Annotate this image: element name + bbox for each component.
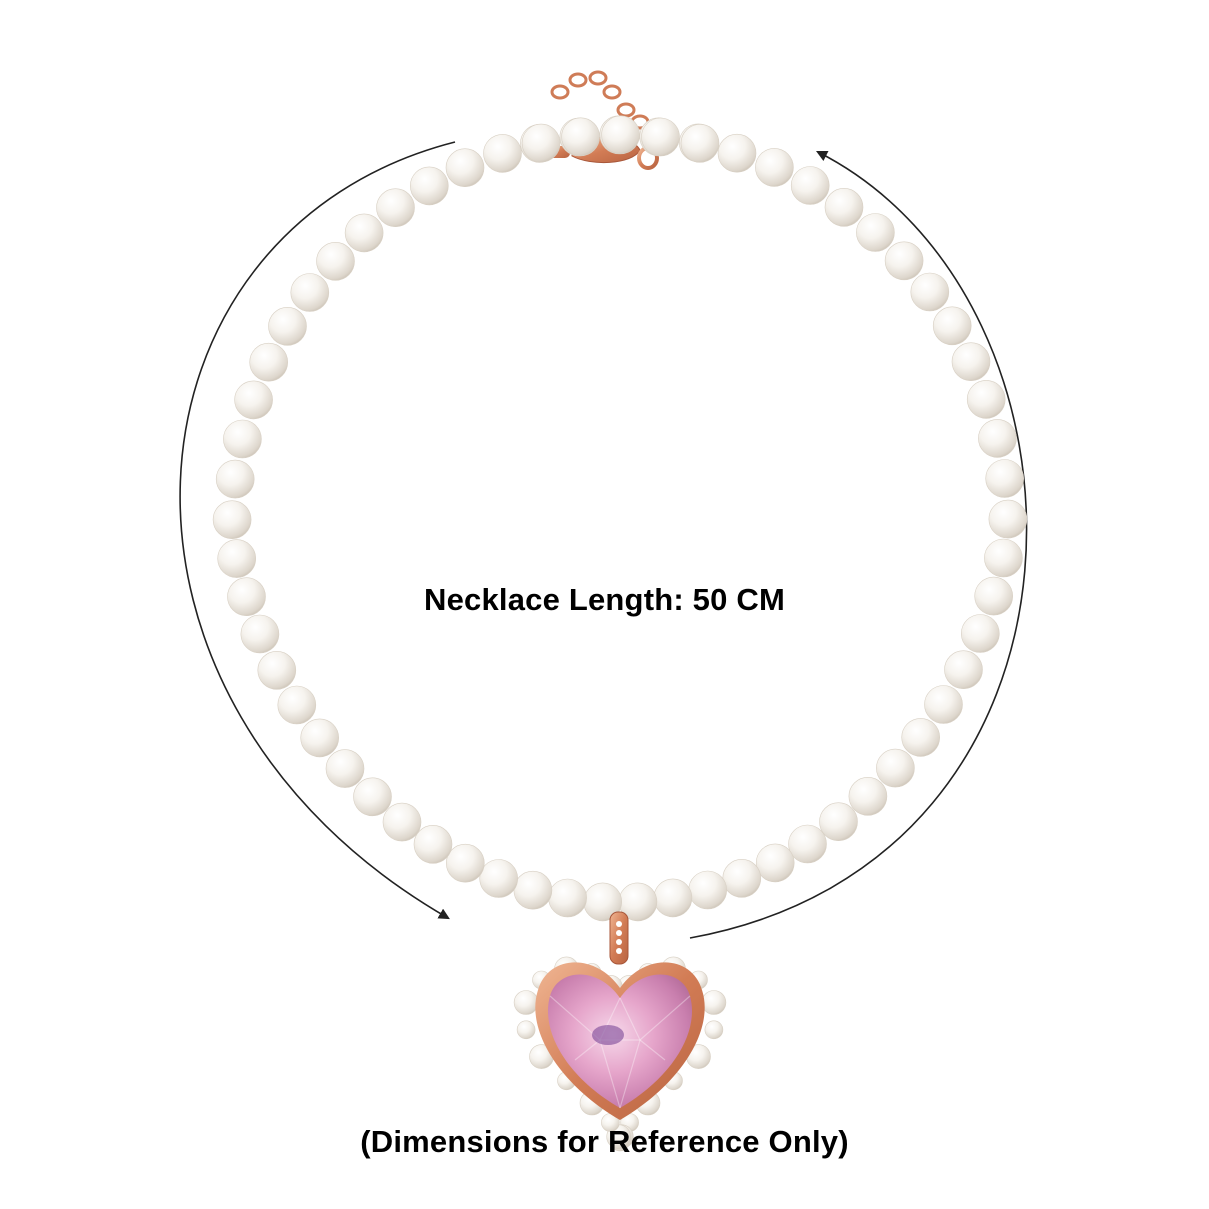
pearl-bead — [819, 802, 858, 842]
pearl-bead — [951, 342, 991, 382]
pearl-bead — [924, 685, 963, 724]
pearl-bead — [215, 459, 255, 499]
pearl-bead — [701, 990, 727, 1015]
chain-link — [616, 102, 636, 118]
pearl-bead — [217, 539, 256, 578]
pearl-bead — [932, 306, 972, 346]
pearl-bead — [984, 538, 1023, 578]
pearl-bead — [516, 1020, 536, 1040]
pearl-bead — [974, 576, 1014, 616]
pearl-bead — [641, 117, 680, 157]
pearl-bead — [988, 499, 1028, 539]
necklace-length-label: Necklace Length: 50 CM — [423, 582, 785, 617]
pearl-bead — [680, 124, 720, 163]
pearl-bead — [513, 990, 539, 1015]
pearl-bead — [966, 380, 1006, 419]
pearl-bead — [824, 188, 864, 227]
pearl-bead — [944, 650, 983, 690]
pearl-bead — [409, 166, 449, 206]
curved-arrow-up-icon — [689, 150, 1028, 939]
pearl-bead — [513, 870, 553, 910]
curved-arrow-down-icon — [179, 141, 456, 920]
pearl-bead — [722, 858, 762, 898]
pearl-bead — [561, 117, 600, 157]
pearl-bead — [788, 824, 827, 864]
heart-pendant — [513, 911, 727, 1152]
pearl-bead — [257, 650, 297, 690]
pearl-bead — [884, 241, 924, 281]
pearl-bead — [910, 272, 950, 312]
pearl-bead — [382, 802, 422, 842]
pearl-bead — [790, 166, 830, 205]
chain-link — [568, 72, 588, 88]
pearl-bead — [445, 843, 485, 883]
pearl-bead — [234, 380, 273, 420]
pearl-bead — [344, 213, 384, 253]
pearl-bead — [249, 342, 289, 382]
pearl-bead — [277, 685, 317, 725]
pearl-bead — [848, 776, 888, 816]
pearl-bead — [548, 878, 587, 918]
pearl-bead — [325, 749, 365, 788]
pearl-bead — [688, 870, 728, 910]
pearl-bead — [856, 213, 895, 252]
pearl-bead — [901, 718, 941, 757]
pearl-bead — [601, 115, 640, 155]
pearl-bead — [268, 306, 307, 346]
pearl-bead — [717, 133, 757, 173]
pearl-bead — [445, 148, 485, 187]
pearl-bead — [978, 419, 1017, 458]
pearl-bead — [316, 241, 355, 281]
pearl-bead — [212, 500, 252, 540]
pearl-bead — [755, 148, 794, 187]
pearl-bead — [290, 273, 330, 312]
chain-link — [588, 70, 608, 86]
pearl-bead — [521, 123, 561, 163]
pearl-bead — [985, 459, 1025, 498]
chain-link — [602, 84, 622, 100]
pearl-bead — [876, 748, 915, 788]
pearl-bead — [227, 577, 266, 617]
dimensions-disclaimer: (Dimensions for Reference Only) — [360, 1124, 849, 1159]
pearl-bead — [300, 718, 340, 758]
pearl-bead — [653, 878, 693, 918]
pearl-bead — [479, 859, 519, 898]
pearl-bead — [755, 843, 795, 883]
pearl-bead — [240, 614, 280, 654]
pearl-strand — [212, 115, 1028, 922]
pearl-bead — [353, 777, 392, 817]
pearl-bead — [960, 614, 1000, 653]
pearl-bead — [483, 134, 522, 173]
pearl-bead — [376, 188, 415, 227]
pearl-bead — [223, 419, 262, 459]
chain-link — [550, 84, 570, 100]
pearl-bead — [704, 1020, 724, 1040]
pearl-bead — [413, 824, 453, 864]
